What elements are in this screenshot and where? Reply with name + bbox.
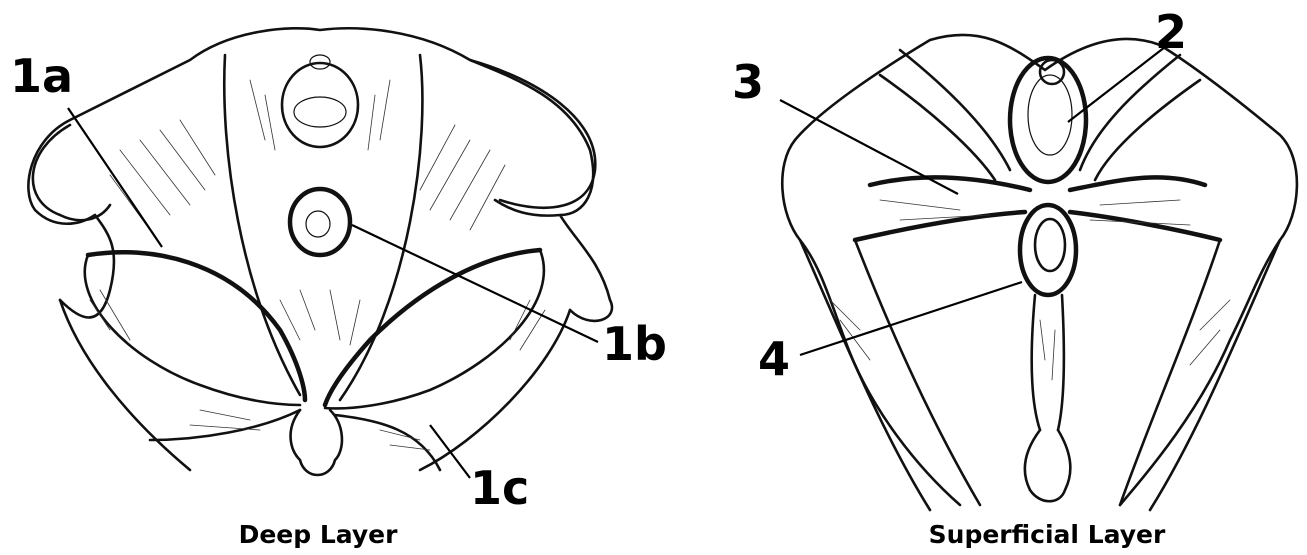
caption-deep-layer: Deep Layer: [239, 520, 399, 549]
superficial-right-diagonal: [1080, 55, 1200, 180]
deep-urethral-opening: [282, 63, 358, 147]
deep-pelvis-outline: [28, 28, 612, 321]
deep-urethral-inner: [294, 97, 346, 127]
deep-left-lower-arc: [85, 255, 300, 405]
leader-1a: [68, 108, 162, 247]
superficial-left-leg: [800, 240, 980, 510]
label-1c: 1c: [470, 461, 529, 515]
deep-right-lobe: [470, 60, 595, 208]
superficial-right-leg: [1120, 240, 1280, 510]
superficial-coccyx: [1025, 430, 1071, 501]
deep-anal-opening: [290, 189, 350, 255]
anococcygeal-body: [1032, 295, 1064, 430]
deep-layer-drawing: [28, 28, 612, 475]
superficial-lower-band: [855, 212, 1220, 240]
deep-right-lower-wing: [335, 310, 570, 470]
superficial-outline: [782, 35, 1297, 505]
deep-right-lower-arc: [325, 250, 544, 408]
superficial-layer-drawing: [782, 35, 1297, 510]
deep-anal-inner: [306, 211, 330, 237]
superficial-urethra: [1040, 60, 1064, 84]
coccyx-outline: [291, 410, 342, 475]
caption-superficial-layer: Superficial Layer: [929, 520, 1166, 549]
superficial-anal-inner: [1035, 219, 1065, 271]
label-2: 2: [1155, 5, 1187, 59]
leader-1c: [430, 425, 470, 478]
label-1a: 1a: [10, 49, 73, 103]
deep-left-lower-wing: [60, 300, 300, 470]
label-1b: 1b: [602, 317, 667, 371]
levator-ani-outline: [224, 55, 422, 400]
superficial-genital-opening: [1010, 58, 1086, 182]
leader-2: [1068, 47, 1165, 122]
superficial-left-diagonal: [880, 50, 1010, 180]
label-3: 3: [732, 55, 764, 109]
deep-right-border: [325, 250, 540, 405]
label-4: 4: [758, 332, 790, 386]
superficial-genital-inner: [1028, 75, 1072, 155]
deep-left-border: [88, 252, 305, 400]
